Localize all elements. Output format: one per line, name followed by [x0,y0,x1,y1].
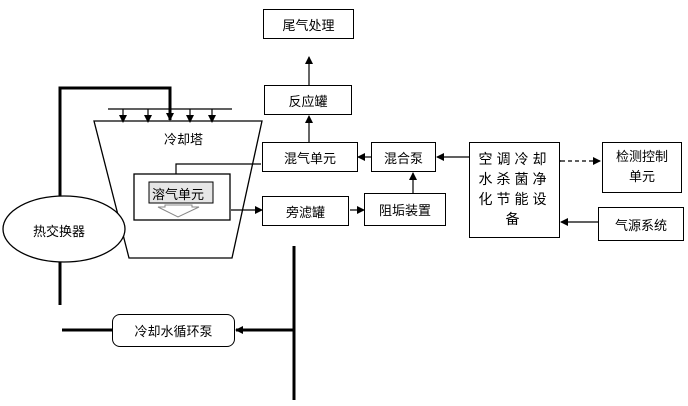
mixing-pump: 混合泵 [371,142,436,172]
circ-pump-label: 冷却水循环泵 [134,325,213,340]
gas-source-label: 气源系统 [614,218,667,234]
reactor-tank: 反应罐 [264,85,352,115]
heat-exchanger-shape [2,195,126,263]
gas-mixing-label: 混气单元 [283,151,336,167]
dissolver-label: 溶气单元 [152,188,205,203]
cooling-tower-label: 冷却塔 [164,133,204,148]
scale-inhibitor-label: 阻垢装置 [378,204,431,219]
cooling-water-circulation-pump: 冷却水循环泵 [112,314,235,347]
monitor-label: 检测控制单元 [615,149,668,185]
tail-gas-treatment: 尾气处理 [263,9,354,39]
mixing-pump-label: 混合泵 [383,151,423,167]
monitoring-control-unit: 检测控制单元 [602,142,682,193]
gas-source-system: 气源系统 [598,207,684,241]
ac-device-label: 空调冷却水杀菌净化节能设备 [478,152,551,228]
gas-mixing-unit: 混气单元 [262,142,358,172]
side-filter-label: 旁滤罐 [285,205,325,221]
return-pipe [235,246,296,400]
heat-exchanger-label: 热交换器 [33,225,86,240]
scale-inhibitor-device: 阻垢装置 [364,193,446,226]
reactor-label: 反应罐 [288,94,328,110]
side-filter-tank: 旁滤罐 [262,196,349,226]
ac-sterilization-device: 空调冷却水杀菌净化节能设备 [469,142,560,238]
tail-gas-label: 尾气处理 [282,18,335,34]
